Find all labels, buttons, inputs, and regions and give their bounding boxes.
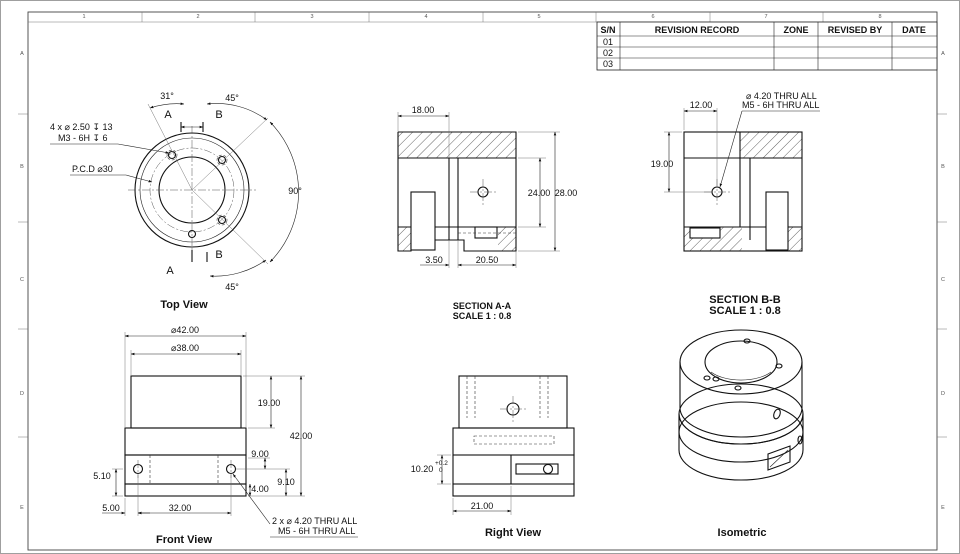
zone-side-d-left: D	[20, 391, 24, 397]
tapped-hole-2	[216, 154, 228, 166]
tol-upper: +0.2	[435, 460, 448, 467]
angle-90-label: 90°	[288, 186, 302, 196]
zone-side-c-left: C	[20, 277, 24, 283]
tapped-hole-1	[166, 149, 178, 161]
rev-header-sn: S/N	[600, 25, 615, 35]
section-bb-title: SECTION B-B	[709, 294, 781, 306]
rev-header-date: DATE	[902, 25, 926, 35]
right-view: 10.20 +0.2 0 21.00 Right View	[411, 375, 575, 539]
zone-side-c-right: C	[941, 277, 945, 283]
zone-side-b-right: B	[941, 164, 945, 170]
dim-5: 5.00	[102, 503, 120, 513]
section-bb-hatch	[740, 132, 802, 158]
dia-38: ⌀38.00	[171, 343, 199, 353]
zone-top-7: 7	[764, 14, 767, 20]
zone-side-e-right: E	[941, 505, 945, 511]
zone-side-a-left: A	[20, 51, 24, 57]
angle-31-label: 31°	[160, 91, 174, 101]
isometric-title: Isometric	[718, 527, 767, 539]
isometric-view: Isometric	[678, 329, 804, 539]
bb-callout-line2: M5 - 6H THRU ALL	[742, 100, 819, 110]
dim-3-5: 3.50	[425, 255, 443, 265]
rev-header-revised-by: REVISED BY	[828, 25, 883, 35]
section-b-label-top: B	[215, 109, 222, 121]
zone-top-5: 5	[537, 14, 540, 20]
hole-callout-line2: M3 - 6H ↧ 6	[58, 133, 108, 143]
rev-header-zone: ZONE	[783, 25, 808, 35]
rev-header-record: REVISION RECORD	[655, 25, 740, 35]
revision-table: S/N REVISION RECORD ZONE REVISED BY DATE…	[596, 21, 938, 71]
hole-callout-line1: 4 x ⌀ 2.50 ↧ 13	[50, 122, 113, 132]
iso-bore	[704, 340, 778, 384]
dim-12: 12.00	[690, 100, 713, 110]
front-callout-line2: M5 - 6H THRU ALL	[278, 526, 355, 536]
zone-side-a-right: A	[941, 51, 945, 57]
section-a-label-bottom: A	[166, 265, 174, 277]
right-view-title: Right View	[485, 527, 541, 539]
front-view: ⌀42.00 ⌀38.00 19.00 42.00 9.00 4.00 9.10…	[93, 325, 358, 546]
dia-42: ⌀42.00	[171, 325, 199, 335]
zone-side-d-right: D	[941, 391, 945, 397]
section-aa: 18.00 24.00 28.00 3.50 20.50 SECTION A-A…	[397, 105, 578, 321]
zone-top-1: 1	[82, 14, 85, 20]
zone-top-8: 8	[878, 14, 881, 20]
dim-21: 21.00	[471, 501, 494, 511]
section-aa-scale: SCALE 1 : 0.8	[453, 311, 512, 321]
tapped-hole-4	[187, 229, 197, 239]
tol-lower: 0	[439, 467, 443, 474]
top-view: A B A B 31° 45° 90° 45° 4 x ⌀ 2.50 ↧ 13 …	[50, 91, 302, 311]
dim-9: 9.00	[251, 449, 269, 459]
section-b-label-bottom: B	[215, 249, 222, 261]
dim-19: 19.00	[651, 159, 674, 169]
dim-20-5: 20.50	[476, 255, 499, 265]
top-view-title: Top View	[160, 299, 208, 311]
rev-row-02: 02	[603, 48, 613, 58]
section-bb: 12.00 19.00 ⌀ 4.20 THRU ALL M5 - 6H THRU…	[651, 91, 820, 317]
dim-10-2: 10.20	[411, 464, 434, 474]
dim-24: 24.00	[528, 188, 551, 198]
pcd-callout: P.C.D ⌀30	[72, 164, 113, 174]
dim-32: 32.00	[169, 503, 192, 513]
bb-callout-line1: ⌀ 4.20 THRU ALL	[746, 91, 817, 101]
zone-top-4: 4	[424, 14, 427, 20]
zone-side-e-left: E	[20, 505, 24, 511]
angle-45-bottom-label: 45°	[225, 282, 239, 292]
front-callout-line1: 2 x ⌀ 4.20 THRU ALL	[272, 516, 357, 526]
section-aa-hatch	[398, 132, 516, 158]
dim-18: 18.00	[412, 105, 435, 115]
dim-42-front: 42.00	[290, 431, 313, 441]
section-bb-scale: SCALE 1 : 0.8	[709, 305, 781, 317]
front-view-title: Front View	[156, 534, 212, 546]
zone-top-6: 6	[651, 14, 654, 20]
rev-row-01: 01	[603, 37, 613, 47]
dim-19-front: 19.00	[258, 398, 281, 408]
iso-top-face	[679, 329, 803, 395]
dim-28: 28.00	[555, 188, 578, 198]
tapped-hole-3	[216, 214, 228, 226]
section-a-label-top: A	[164, 109, 172, 121]
angle-45-top-label: 45°	[225, 93, 239, 103]
dim-9-1: 9.10	[277, 477, 295, 487]
zone-side-b-left: B	[20, 164, 24, 170]
rev-row-03: 03	[603, 59, 613, 69]
dim-4: 4.00	[251, 484, 269, 494]
dim-5-1: 5.10	[93, 471, 111, 481]
section-aa-title: SECTION A-A	[453, 301, 512, 311]
zone-top-3: 3	[310, 14, 313, 20]
zone-top-2: 2	[196, 14, 199, 20]
